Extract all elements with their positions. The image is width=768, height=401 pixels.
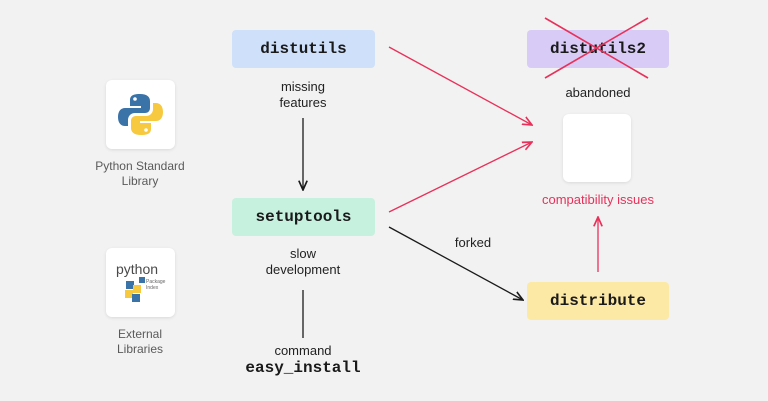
external-libraries-label-line1: External <box>117 327 163 341</box>
python-stdlib-label: Python Standard Library <box>70 159 210 189</box>
pypi-logo-small1: Package <box>146 279 166 285</box>
node-distribute: distribute <box>527 282 669 320</box>
label-development: development <box>265 262 341 277</box>
label-slow-development: slow development <box>243 246 363 278</box>
external-libraries-label-line2: Libraries <box>116 342 164 356</box>
node-distutils: distutils <box>232 30 375 68</box>
pypi-card: python Package Index <box>106 248 175 317</box>
compat-card <box>563 114 631 182</box>
external-libraries-label: External Libraries <box>70 327 210 357</box>
label-compat-issues: compatibility issues <box>542 192 654 207</box>
label-command: command <box>274 343 332 358</box>
pypi-logo-small2: Index <box>146 285 159 291</box>
node-setuptools: setuptools <box>232 198 375 236</box>
label-missing: missing <box>280 79 326 94</box>
arrow-distutils-to-compat <box>388 46 532 125</box>
label-features: features <box>279 95 327 110</box>
label-easy-install: easy_install <box>245 359 361 377</box>
pypi-logo-text: python <box>116 261 159 277</box>
label-abandoned: abandoned <box>565 85 631 100</box>
python-stdlib-card <box>106 80 175 149</box>
label-forked: forked <box>454 235 492 250</box>
python-stdlib-label-line2: Library <box>121 174 159 188</box>
label-slow: slow <box>289 246 316 261</box>
label-missing-features: missing features <box>243 79 363 111</box>
python-stdlib-label-line1: Python Standard <box>95 159 185 173</box>
arrow-setuptools-to-compat <box>388 142 532 213</box>
python-logo-icon <box>118 94 163 135</box>
arrow-setuptools-to-distribute <box>388 226 523 300</box>
pypi-cubes-icon <box>125 277 145 302</box>
